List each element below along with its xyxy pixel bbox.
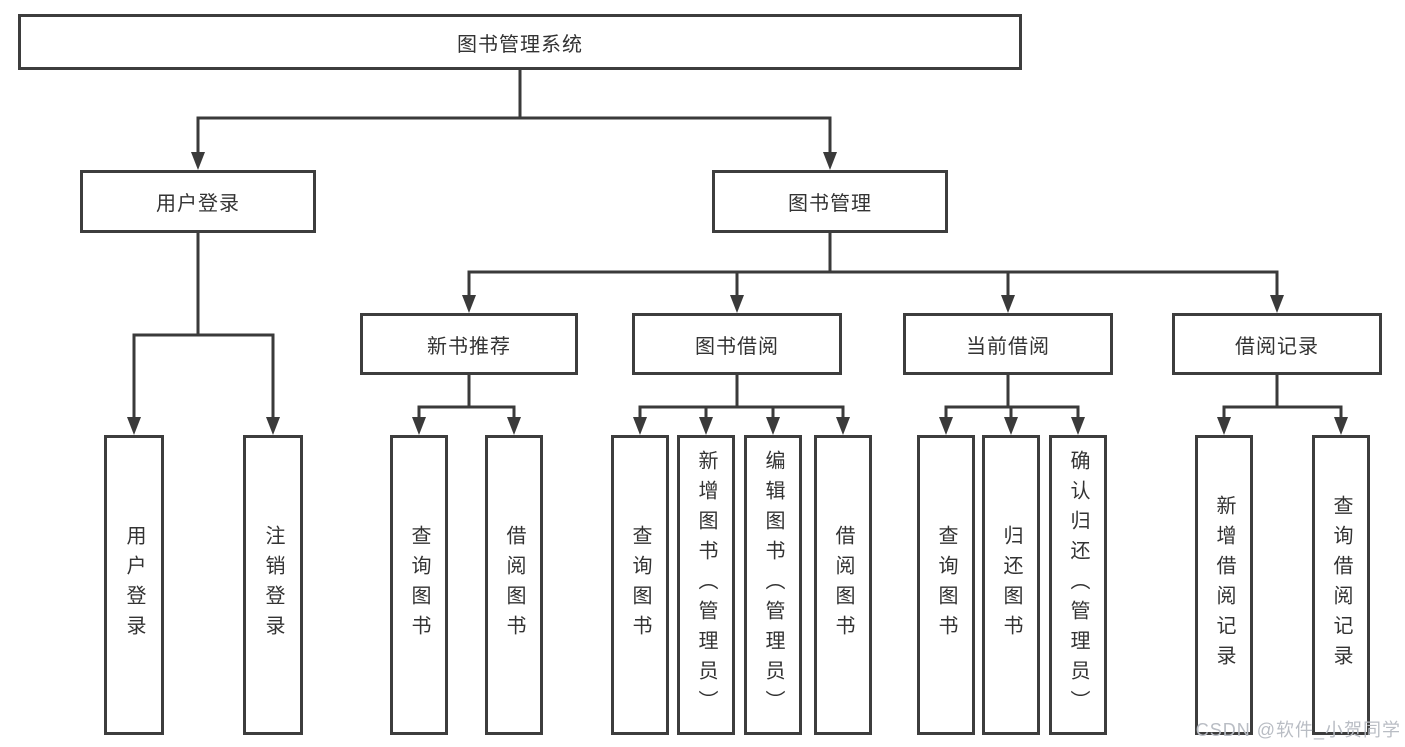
node-user-login: 用户登录: [80, 170, 316, 233]
node-borrow-records: 借阅记录: [1172, 313, 1382, 375]
node-label: 新增图书（管理员）: [695, 450, 717, 720]
node-label: 当前借阅: [966, 335, 1050, 358]
leaf-borrow-borrow-books: 借阅图书: [814, 435, 872, 735]
node-label: 借阅图书: [832, 525, 854, 645]
node-label: 图书借阅: [695, 335, 779, 358]
node-label: 编辑图书（管理员）: [762, 450, 784, 720]
leaf-current-confirm-return-admin: 确认归还（管理员）: [1049, 435, 1107, 735]
node-label: 图书管理系统: [457, 33, 583, 56]
leaf-current-return-books: 归还图书: [982, 435, 1040, 735]
node-system-root: 图书管理系统: [18, 14, 1022, 70]
node-label: 新增借阅记录: [1213, 495, 1235, 675]
leaf-records-add-record: 新增借阅记录: [1195, 435, 1253, 735]
node-label: 借阅图书: [503, 525, 525, 645]
node-label: 查询图书: [408, 525, 430, 645]
node-label: 新书推荐: [427, 335, 511, 358]
node-book-management: 图书管理: [712, 170, 948, 233]
leaf-recommend-query-books: 查询图书: [390, 435, 448, 735]
node-label: 查询图书: [935, 525, 957, 645]
node-label: 归还图书: [1000, 525, 1022, 645]
node-label: 确认归还（管理员）: [1067, 450, 1089, 720]
node-label: 借阅记录: [1235, 335, 1319, 358]
node-label: 图书管理: [788, 193, 872, 215]
node-label: 查询借阅记录: [1330, 495, 1352, 675]
leaf-current-query-books: 查询图书: [917, 435, 975, 735]
node-label: 用户登录: [156, 193, 240, 215]
leaf-borrow-edit-books-admin: 编辑图书（管理员）: [744, 435, 802, 735]
node-new-book-recommend: 新书推荐: [360, 313, 578, 375]
leaf-logout: 注销登录: [243, 435, 303, 735]
leaf-recommend-borrow-books: 借阅图书: [485, 435, 543, 735]
leaf-borrow-add-books-admin: 新增图书（管理员）: [677, 435, 735, 735]
leaf-user-login: 用户登录: [104, 435, 164, 735]
leaf-borrow-query-books: 查询图书: [611, 435, 669, 735]
node-current-borrow: 当前借阅: [903, 313, 1113, 375]
node-label: 用户登录: [123, 525, 145, 645]
node-label: 查询图书: [629, 525, 651, 645]
arrowheads: [127, 152, 1348, 435]
node-label: 注销登录: [262, 525, 284, 645]
watermark-text: CSDN @软件_小贺同学: [1195, 720, 1401, 740]
node-book-borrow: 图书借阅: [632, 313, 842, 375]
leaf-records-query-record: 查询借阅记录: [1312, 435, 1370, 735]
